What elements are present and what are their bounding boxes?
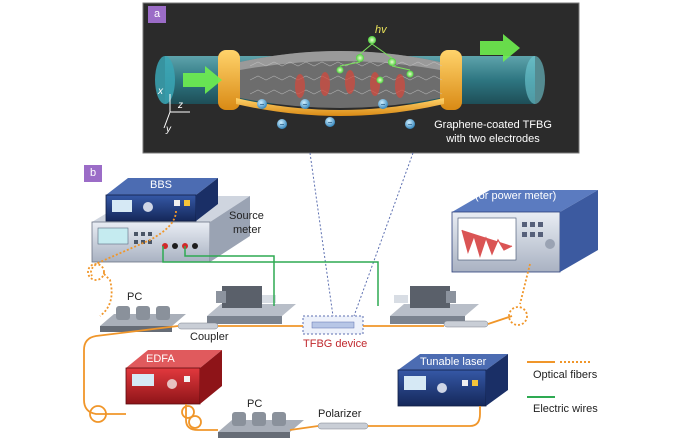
- electric-wires: [162, 246, 379, 306]
- source-meter-label-2: meter: [233, 224, 262, 236]
- tunable-laser-instrument: [397, 354, 508, 407]
- panel-b: [83, 178, 598, 438]
- tfbg-label: TFBG device: [303, 338, 368, 350]
- bbs-label: BBS: [150, 179, 173, 191]
- source-meter-label-1: Source: [229, 210, 264, 222]
- panel-a: − − − − − −: [142, 2, 580, 154]
- bbs-instrument: [105, 178, 218, 222]
- panel-a-caption: Graphene-coated TFBG with two electrodes: [418, 118, 568, 146]
- pc-bottom: [218, 412, 304, 438]
- zoom-lines: [309, 152, 414, 317]
- panel-a-border: [142, 2, 580, 154]
- panel-a-badge: a: [148, 6, 166, 23]
- legend-optical-label: Optical fibers: [533, 369, 598, 381]
- coupler-label: Coupler: [190, 331, 229, 343]
- osa-label-1: OSA: [500, 176, 524, 188]
- electrode-right: [440, 50, 462, 110]
- photon-label: hv: [375, 24, 387, 36]
- polarizer: [317, 422, 369, 430]
- fiber-connector-right: [443, 320, 489, 328]
- svg-text:−: −: [328, 118, 333, 127]
- svg-text:−: −: [381, 100, 386, 109]
- fiber-stage-right: [390, 286, 479, 324]
- edfa-instrument: [125, 350, 222, 405]
- svg-text:−: −: [280, 120, 285, 129]
- flow-arrow-icon: [480, 34, 520, 62]
- coupler: [177, 322, 219, 330]
- electrode-left: [218, 50, 240, 110]
- optical-fibers: [83, 315, 513, 431]
- fiber-stage-left: [207, 286, 296, 324]
- electron-icon: − − − − − −: [257, 99, 415, 129]
- osa-label-2: (or power meter): [475, 190, 557, 202]
- svg-text:−: −: [408, 120, 413, 129]
- optical-fibers-dotted: [87, 210, 531, 326]
- tfbg-device: [302, 315, 364, 335]
- graphene-layer: [240, 51, 443, 108]
- axis-x-label: x: [158, 86, 163, 97]
- polarizer-label: Polarizer: [318, 408, 362, 420]
- photon-icon: [336, 36, 414, 84]
- pc-bottom-label: PC: [247, 398, 263, 410]
- legend-electric-label: Electric wires: [533, 403, 598, 415]
- edfa-label: EDFA: [146, 353, 175, 365]
- panel-b-badge: b: [84, 165, 102, 182]
- caption-line-2: with two electrodes: [446, 133, 540, 145]
- flow-arrow-icon: [183, 66, 222, 94]
- svg-text:−: −: [303, 100, 308, 109]
- axis-y-label: y: [166, 124, 171, 135]
- svg-text:−: −: [260, 100, 265, 109]
- pc-top: [100, 306, 186, 332]
- axis-z-label: z: [178, 100, 183, 111]
- caption-line-1: Graphene-coated TFBG: [434, 119, 552, 131]
- legend: [527, 361, 590, 398]
- pc-top-label: PC: [127, 291, 143, 303]
- axes-icon: [163, 94, 190, 129]
- tunable-laser-label: Tunable laser: [420, 356, 487, 368]
- electrode-strip: [236, 98, 444, 116]
- osa-instrument: [451, 190, 598, 273]
